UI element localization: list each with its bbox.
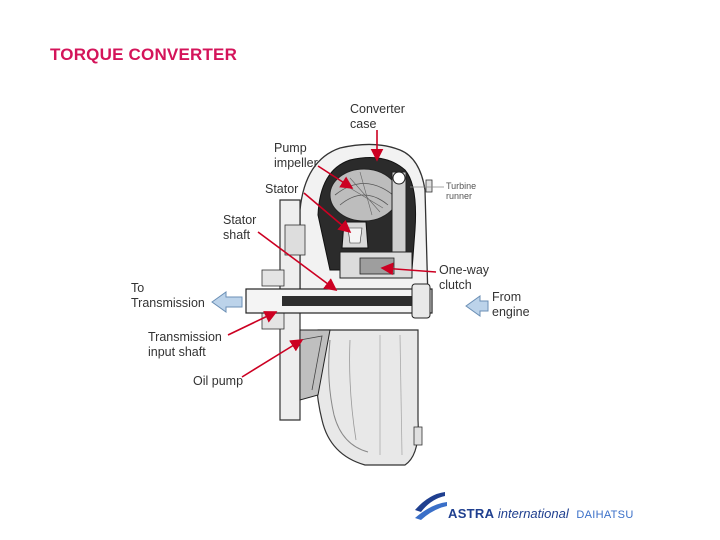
label-one-way-clutch: One-way clutch (439, 263, 490, 292)
label-from-engine: From engine (492, 290, 530, 319)
label-oil-pump: Oil pump (193, 374, 244, 388)
arrow-oil-pump (241, 339, 304, 378)
one-way-clutch-block (359, 257, 395, 275)
astra-logo-mark (415, 492, 447, 520)
page-title: TORQUE CONVERTER (50, 45, 238, 64)
label-stator: Stator (265, 182, 299, 196)
arrow-transmission-input-shaft (227, 311, 278, 336)
label-to-transmission: To Transmission (131, 281, 205, 310)
label-converter-case: Converter case (350, 102, 405, 131)
logo-brand: ASTRA (448, 506, 495, 521)
oil-pump-body (299, 329, 331, 401)
arrow-stator-shaft (257, 231, 338, 291)
arrow-one-way-clutch (380, 262, 437, 276)
arrow-stator (303, 192, 352, 234)
logo-partner: DAIHATSU (576, 509, 634, 521)
logo-tagline: international (497, 506, 569, 521)
arrow-to-transmission (211, 291, 243, 313)
label-turbine-runner: Turbine runner (446, 181, 477, 201)
arrow-pump-impeller (317, 165, 354, 189)
label-pump-impeller: Pump impeller (274, 141, 318, 170)
turbine-runner (391, 171, 407, 261)
label-transmission-input-shaft: Transmission input shaft (148, 330, 222, 359)
label-stator-shaft: Stator shaft (223, 213, 257, 242)
arrow-from-engine (465, 295, 489, 317)
astra-logo-text: ASTRA international DAIHATSU (448, 506, 634, 521)
